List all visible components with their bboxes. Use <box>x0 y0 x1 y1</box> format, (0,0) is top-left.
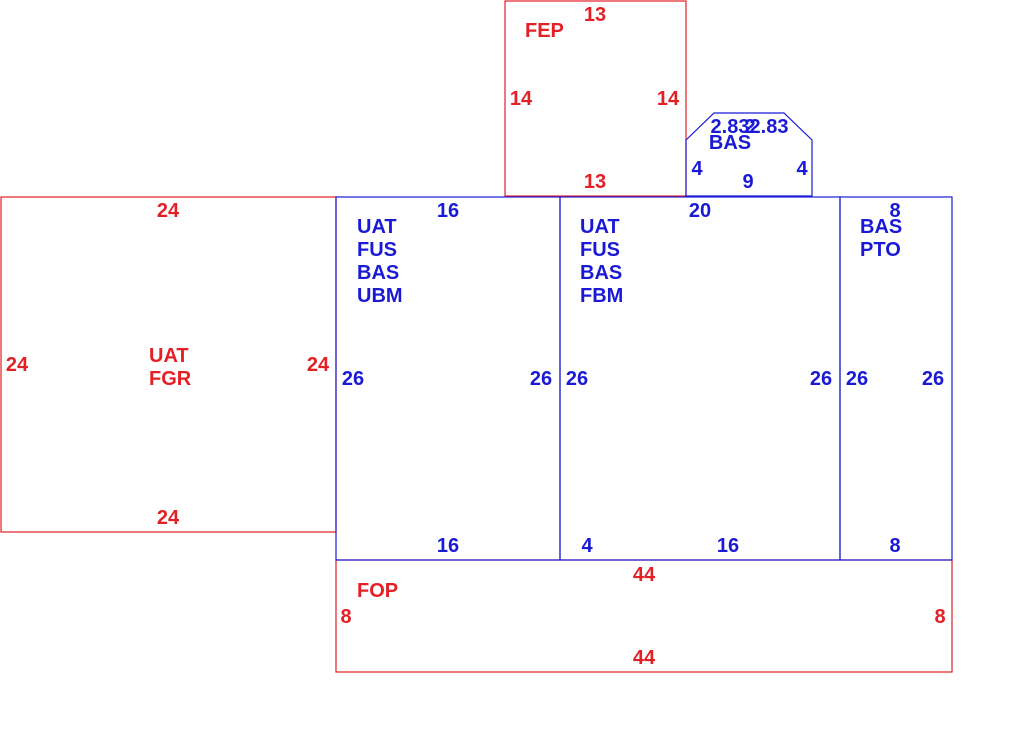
bay-dim-left: 4 <box>691 158 703 180</box>
fbm-dim-right: 26 <box>810 368 832 390</box>
ubm-dim-top: 16 <box>437 200 459 222</box>
ubm-code-1: UAT <box>357 216 397 238</box>
bay-dim-right: 4 <box>796 158 808 180</box>
garage-dim-right: 24 <box>307 354 330 376</box>
fep-dim-bottom: 13 <box>584 171 606 193</box>
ubm-dim-bottom: 16 <box>437 535 459 557</box>
bay-dim-angle-left: 2.83 <box>711 116 750 138</box>
fbm-dim-bottom: 16 <box>717 535 739 557</box>
ubm-dim-left: 26 <box>342 368 364 390</box>
garage-code-1: UAT <box>149 345 189 367</box>
fbm-code-1: UAT <box>580 216 620 238</box>
porch-dim-right: 8 <box>934 606 945 628</box>
fbm-dim-top: 20 <box>689 200 711 222</box>
pto-code-2: PTO <box>860 239 901 261</box>
pto-dim-left: 26 <box>846 368 868 390</box>
fep-outline <box>504 0 687 197</box>
bay-window-outline <box>685 112 813 197</box>
porch-dim-bottom: 44 <box>633 647 656 669</box>
pto-dim-bottom: 8 <box>889 535 900 557</box>
fep-code: FEP <box>525 20 564 42</box>
ubm-code-4: UBM <box>357 285 403 307</box>
fbm-code-4: FBM <box>580 285 623 307</box>
fbm-dim-left: 26 <box>566 368 588 390</box>
fbm-code-3: BAS <box>580 262 622 284</box>
fep-dim-top: 13 <box>584 4 606 26</box>
garage-code-2: FGR <box>149 368 192 390</box>
garage-dim-bottom: 24 <box>157 507 180 529</box>
bay-code: BAS <box>709 132 751 154</box>
bay-dim-top: 2 <box>744 116 755 138</box>
bay-dim-angle-right: 2.83 <box>750 116 789 138</box>
garage-dim-left: 24 <box>6 354 29 376</box>
ubm-dim-right: 26 <box>530 368 552 390</box>
fbm-dim-bottom-left: 4 <box>581 535 593 557</box>
pto-dim-right: 26 <box>922 368 944 390</box>
pto-code-1: BAS <box>860 216 902 238</box>
section-pto-outline <box>839 196 953 561</box>
bay-dim-bottom: 9 <box>742 171 753 193</box>
porch-dim-top: 44 <box>633 564 656 586</box>
fep-dim-left: 14 <box>510 88 533 110</box>
pto-dim-top: 8 <box>889 200 900 222</box>
garage-dim-top: 24 <box>157 200 180 222</box>
ubm-code-2: FUS <box>357 239 397 261</box>
fep-dim-right: 14 <box>657 88 680 110</box>
fbm-code-2: FUS <box>580 239 620 261</box>
porch-dim-left: 8 <box>340 606 351 628</box>
porch-code: FOP <box>357 580 398 602</box>
ubm-code-3: BAS <box>357 262 399 284</box>
